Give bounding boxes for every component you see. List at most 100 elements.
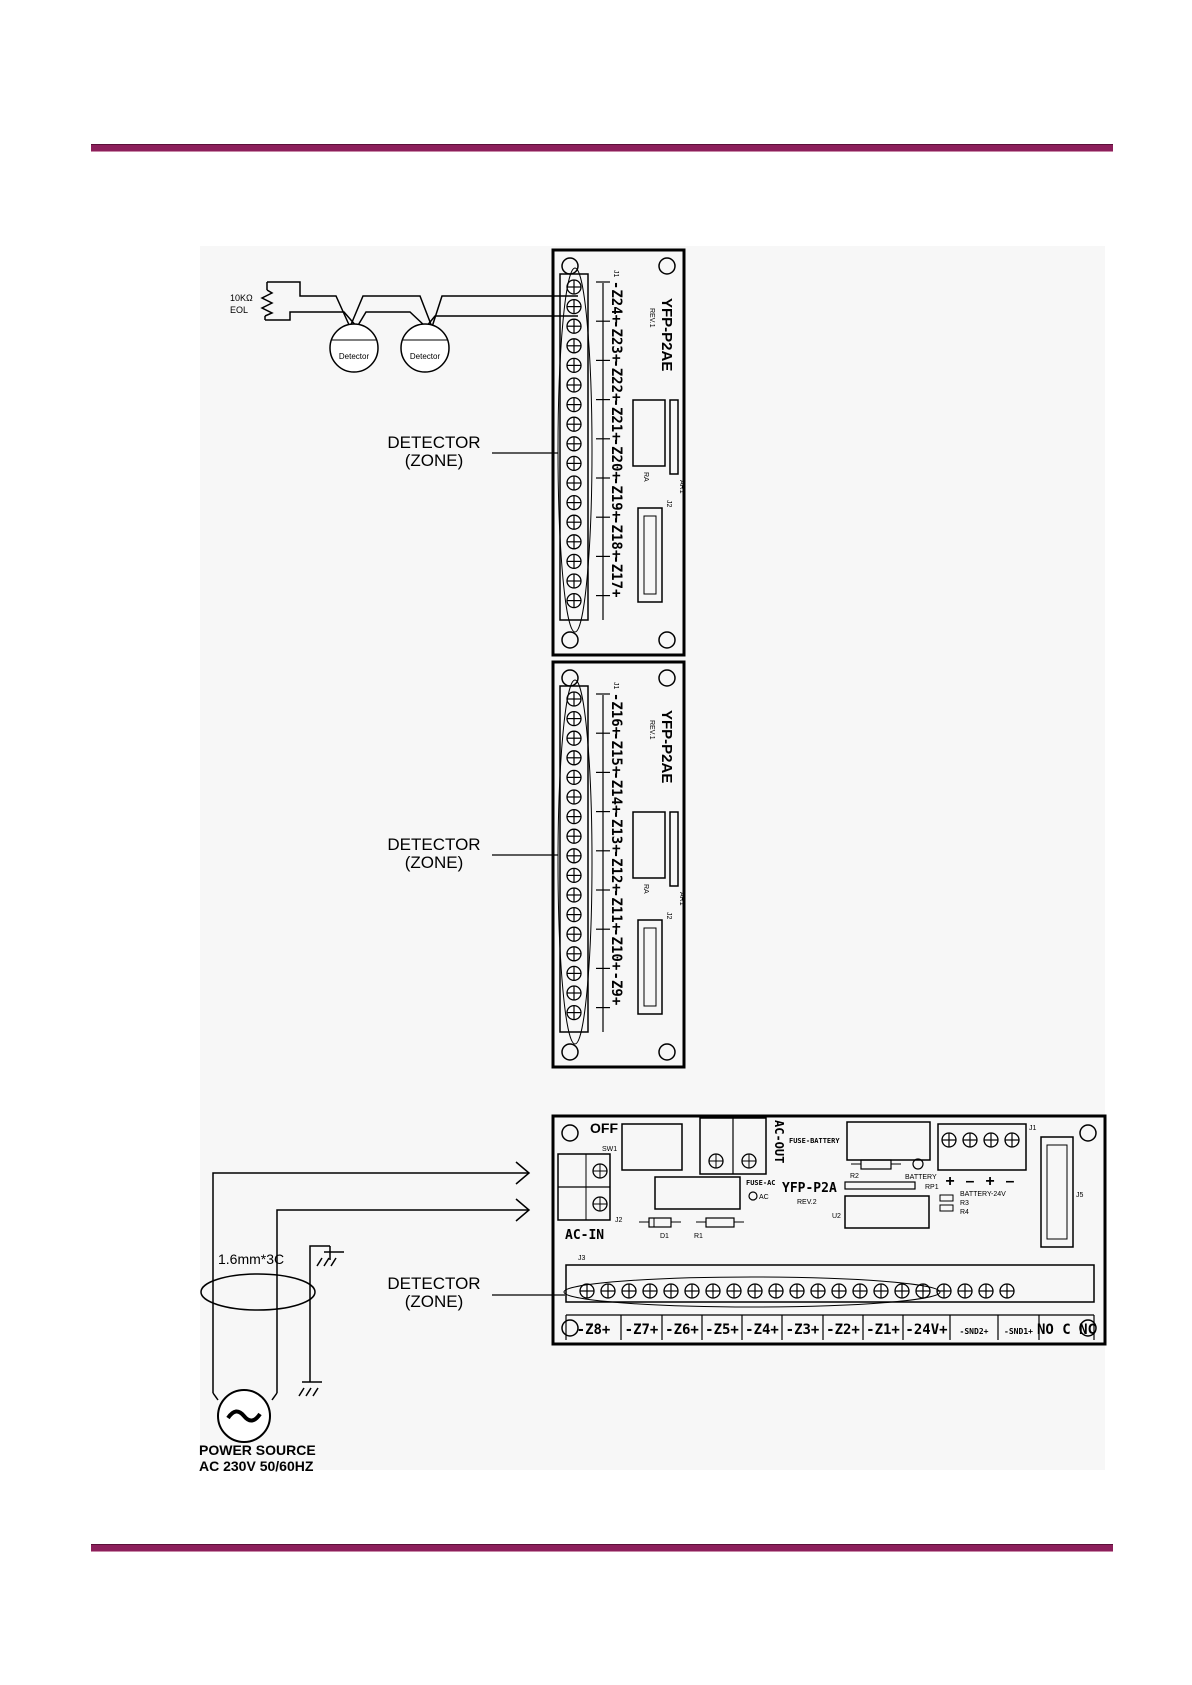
- terminal-label: -Z2+: [826, 1322, 860, 1338]
- screw-terminal: [566, 691, 582, 707]
- terminal-strip-j3: [565, 1264, 1095, 1303]
- zone-callout-ellipse: [563, 1276, 941, 1308]
- battery-polarity: +: [985, 1173, 994, 1190]
- terminal-label: -SND2+: [960, 1327, 989, 1336]
- header-rule: [91, 144, 1113, 152]
- board-rev: REV.1: [648, 720, 655, 740]
- terminal-label: NO C NC: [1037, 1322, 1096, 1338]
- rev-label: REV.2: [797, 1199, 817, 1206]
- zone-label: -Z19+: [608, 477, 624, 519]
- mount-hole: [658, 669, 676, 687]
- detector-wiring: [260, 281, 578, 328]
- cable-ellipse: [200, 1273, 316, 1311]
- j5-label: J5: [1076, 1192, 1084, 1199]
- mount-hole: [561, 1043, 579, 1061]
- eol-value: 10KΩ: [230, 293, 253, 303]
- terminal-label: -Z1+: [866, 1322, 900, 1338]
- ra-label: RA: [642, 884, 649, 894]
- zone-label: -Z24+: [608, 281, 624, 323]
- mount-hole: [658, 1043, 676, 1061]
- screw-terminal: [566, 730, 582, 746]
- battery-24v-label: BATTERY-24V: [960, 1191, 1006, 1198]
- zone-label: -Z21+: [608, 399, 624, 441]
- screw-terminal: [978, 1283, 994, 1299]
- footer-rule: [91, 1544, 1113, 1552]
- mount-hole: [658, 631, 676, 649]
- j2-label: J2: [665, 912, 672, 920]
- screw-terminal: [566, 553, 582, 570]
- power-wiring: [200, 1161, 531, 1401]
- mount-hole: [1079, 1319, 1097, 1337]
- battery-polarity: –: [966, 1173, 975, 1190]
- power-source-symbol: [217, 1389, 271, 1443]
- screw-terminal: [579, 1283, 595, 1299]
- screw-terminal: [566, 416, 582, 432]
- screw-terminal: [566, 848, 582, 864]
- screw-terminal: [566, 279, 582, 295]
- screw-terminal: [566, 514, 582, 530]
- screw-terminal: [566, 906, 582, 923]
- screw-terminal: [566, 396, 582, 413]
- sw1-label: SW1: [602, 1146, 617, 1153]
- fuse-battery-label: FUSE-BATTERY: [789, 1137, 840, 1145]
- zone-callout-text: (ZONE): [405, 451, 464, 470]
- detector: Detector: [329, 323, 379, 373]
- terminal-label: -Z8+: [577, 1322, 611, 1338]
- power-source-label: AC 230V 50/60HZ: [199, 1458, 314, 1474]
- screw-terminal: [566, 946, 582, 962]
- zone-label: -Z10+: [608, 928, 624, 970]
- r4-label: R4: [960, 1209, 969, 1216]
- r4: [939, 1204, 954, 1212]
- zone-callout-text: (ZONE): [405, 853, 464, 872]
- screw-terminal: [566, 298, 582, 315]
- power-switch: [621, 1123, 683, 1171]
- screw-terminal: [600, 1283, 616, 1299]
- zone-label: -Z13+: [608, 811, 624, 853]
- rp1-label: RP1: [925, 1184, 939, 1191]
- resistor-ar1: [669, 399, 679, 475]
- screw-terminal: [915, 1283, 931, 1299]
- screw-terminal: [566, 455, 582, 472]
- fuse-ac-holder: [654, 1176, 741, 1210]
- battery-label: BATTERY: [905, 1174, 937, 1181]
- model-label: YFP-P2A: [782, 1181, 837, 1196]
- r3-label: R3: [960, 1200, 969, 1207]
- relay-ra: [632, 811, 666, 879]
- ra-label: RA: [642, 472, 649, 482]
- off-label: OFF: [590, 1120, 618, 1136]
- screw-terminal: [566, 828, 582, 844]
- connector-j2: [637, 507, 663, 603]
- screw-terminal: [566, 357, 582, 374]
- detector: Detector: [400, 323, 450, 373]
- zone-label: -Z22+: [608, 359, 624, 401]
- mount-hole: [561, 1319, 579, 1337]
- screw-terminal: [566, 475, 582, 491]
- screw-terminal: [936, 1283, 952, 1299]
- j2-label: J2: [665, 500, 672, 508]
- battery-terminal-j1: [937, 1123, 1027, 1171]
- fuse-ac-label: FUSE-AC: [746, 1179, 776, 1187]
- mount-hole: [1079, 1124, 1097, 1142]
- mount-hole: [561, 1124, 579, 1142]
- board-model: YFP-P2AE: [658, 298, 675, 371]
- screw-terminal: [810, 1283, 826, 1299]
- ac-in-label: AC-IN: [565, 1228, 604, 1243]
- zone-label: -Z11+: [608, 889, 624, 931]
- connector-j2: [637, 919, 663, 1015]
- board-main: [551, 1114, 1107, 1346]
- screw-terminal: [566, 789, 582, 805]
- screw-terminal: [789, 1283, 805, 1299]
- screw-terminal: [852, 1283, 868, 1299]
- u2-label: U2: [832, 1213, 841, 1220]
- screw-terminal: [768, 1283, 784, 1299]
- screw-terminal: [873, 1283, 889, 1299]
- terminal-label: -Z5+: [705, 1322, 739, 1338]
- terminal-label: -Z6+: [665, 1322, 699, 1338]
- zone-callout-text: DETECTOR: [387, 1274, 480, 1293]
- battery-polarity: –: [1006, 1173, 1015, 1190]
- rp1: [844, 1181, 916, 1190]
- screw-terminal: [566, 1004, 582, 1021]
- battery-polarity: +: [945, 1173, 954, 1190]
- terminal-label: -Z7+: [625, 1322, 659, 1338]
